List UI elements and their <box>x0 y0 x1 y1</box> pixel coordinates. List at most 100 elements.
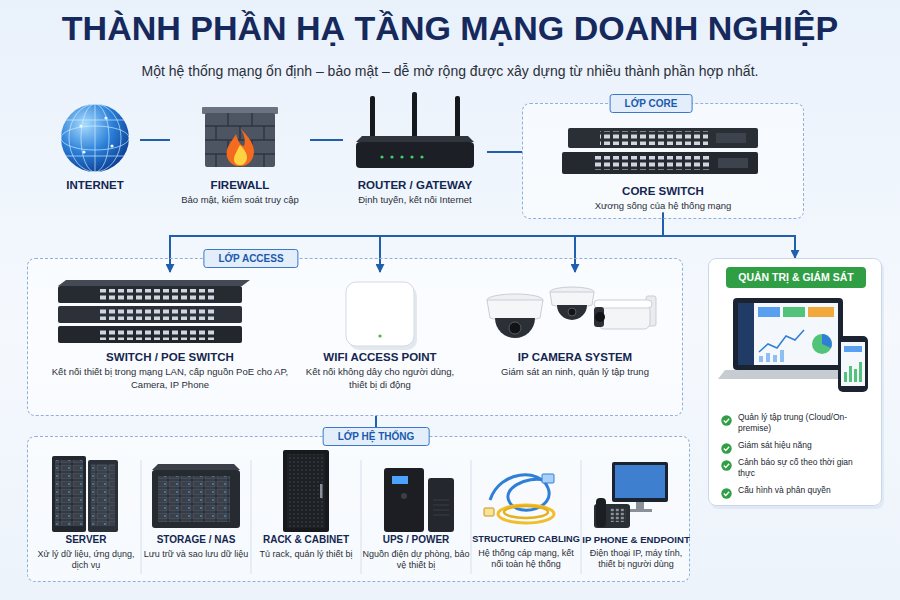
router-icon <box>412 92 417 142</box>
access-point-icon <box>346 282 417 350</box>
node-description: Kết nối thiết bị trong mạng LAN, cấp ngu… <box>45 366 295 391</box>
management-devices <box>766 353 770 362</box>
access-switch-icon <box>100 289 217 300</box>
access-switch-icon <box>100 329 217 340</box>
cabling-icon <box>504 506 548 518</box>
check-icon <box>724 464 729 468</box>
ups-icon <box>384 468 454 532</box>
core-switch-icon <box>716 133 746 143</box>
check-icon <box>721 485 732 496</box>
management-devices <box>841 342 865 386</box>
check-row: Giám sát hiệu năng <box>721 440 871 451</box>
core-switch-icon <box>562 152 758 174</box>
access-switch-icon <box>58 280 250 286</box>
router-node: ROUTER / GATEWAYĐịnh tuyến, kết nối Inte… <box>343 100 487 207</box>
phone-endpoint-icon <box>610 508 626 522</box>
check-row: Quản lý tập trung (Cloud/On-premise) <box>721 412 871 434</box>
management-devices <box>812 334 832 354</box>
layer-group: LỚP ACCESSSWITCH / POE SWITCHKết nối thi… <box>27 258 683 416</box>
management-devices <box>859 362 862 382</box>
layer-grounds <box>27 258 683 416</box>
management-devices <box>738 303 754 365</box>
firewall-icon <box>263 126 265 140</box>
connector <box>663 213 795 258</box>
firewall-node: FIREWALLBảo mật, kiểm soát truy cập <box>170 100 310 207</box>
management-devices <box>854 369 857 382</box>
node-title: UPS / POWER <box>362 534 470 547</box>
access-switch-icon <box>58 306 242 323</box>
check-row: Cấu hình và phân quyền <box>721 485 871 496</box>
globe-icon <box>110 144 113 147</box>
check-icon <box>721 443 731 453</box>
wifi-node: WIFI ACCESS POINTKết nối không dây cho n… <box>305 272 455 391</box>
camera-icons <box>495 318 535 338</box>
system-separators <box>471 460 472 574</box>
layer-grounds <box>27 436 690 582</box>
management-devices <box>838 336 868 392</box>
server-icon <box>52 456 118 532</box>
firewall-icon <box>215 154 217 167</box>
core-switch-icon <box>562 128 758 174</box>
connector <box>310 139 343 141</box>
panel-header: QUẢN TRỊ & GIÁM SÁT <box>726 267 866 288</box>
cabling-icon <box>484 474 554 523</box>
ups-icon <box>428 478 454 532</box>
cabling-icon <box>542 474 554 483</box>
router-icon <box>455 96 460 142</box>
cabling-icon <box>484 508 494 516</box>
globe-icon <box>82 150 85 153</box>
ups-icon <box>392 476 408 484</box>
router-icon <box>410 155 413 158</box>
router-icon <box>400 155 403 158</box>
management-devices <box>718 298 868 392</box>
connector <box>140 139 170 141</box>
node-title: FIREWALL <box>170 178 310 192</box>
camera-icons <box>509 322 521 334</box>
layer-grounds <box>522 103 804 219</box>
node-title: RACK & CABINET <box>252 534 360 547</box>
management-devices <box>759 330 804 352</box>
ups-icon <box>433 500 449 515</box>
ups-icon <box>433 505 449 506</box>
server-icon <box>88 460 118 532</box>
core-switch-icon <box>718 158 748 168</box>
camera-icons <box>594 300 652 308</box>
firewall-icon <box>227 113 229 126</box>
system-item: STORAGE / NASLưu trữ và sao lưu dữ liệu <box>142 448 250 560</box>
camera-node: IP CAMERA SYSTEMGiám sát an ninh, quản l… <box>485 272 665 379</box>
system-separators <box>251 460 252 574</box>
layer-tag: LỚP ACCESS <box>203 249 298 268</box>
ups-icon <box>384 468 424 532</box>
check-icon <box>724 492 729 496</box>
camera-icons <box>594 307 604 327</box>
firewall-icon <box>239 126 241 140</box>
access-switch-icon <box>100 309 217 320</box>
ups-icon <box>401 493 407 499</box>
node-description: Lưu trữ và sao lưu dữ liệu <box>142 549 250 560</box>
cabling-icon <box>498 505 554 523</box>
management-devices <box>844 362 862 382</box>
node-description: Xương sống của hệ thống mạng <box>580 200 746 212</box>
node-title: SWITCH / POE SWITCH <box>45 350 295 364</box>
check-row: Cảnh báo sự cố theo thời gian thực <box>721 457 871 479</box>
node-description: Nguồn điện dự phòng, bảo vệ thiết bị <box>362 549 470 572</box>
rack-icon <box>287 454 325 528</box>
firewall-icon <box>234 145 247 165</box>
connector <box>380 213 663 272</box>
camera-icons <box>557 305 587 320</box>
connector <box>170 213 663 272</box>
phone-endpoint-icon <box>628 509 652 512</box>
router-icon <box>356 142 474 168</box>
check-icon <box>724 419 729 423</box>
access-switch-icon <box>58 286 242 303</box>
node-title: WIFI ACCESS POINT <box>305 350 455 364</box>
router-icon <box>390 155 393 158</box>
check-icon <box>721 443 732 454</box>
ups-icon <box>433 510 449 511</box>
management-devices <box>849 366 852 382</box>
management-devices <box>738 303 838 365</box>
system-separators <box>361 460 362 574</box>
system-item: SERVERXử lý dữ liệu, ứng dụng, dịch vụ <box>32 448 140 571</box>
